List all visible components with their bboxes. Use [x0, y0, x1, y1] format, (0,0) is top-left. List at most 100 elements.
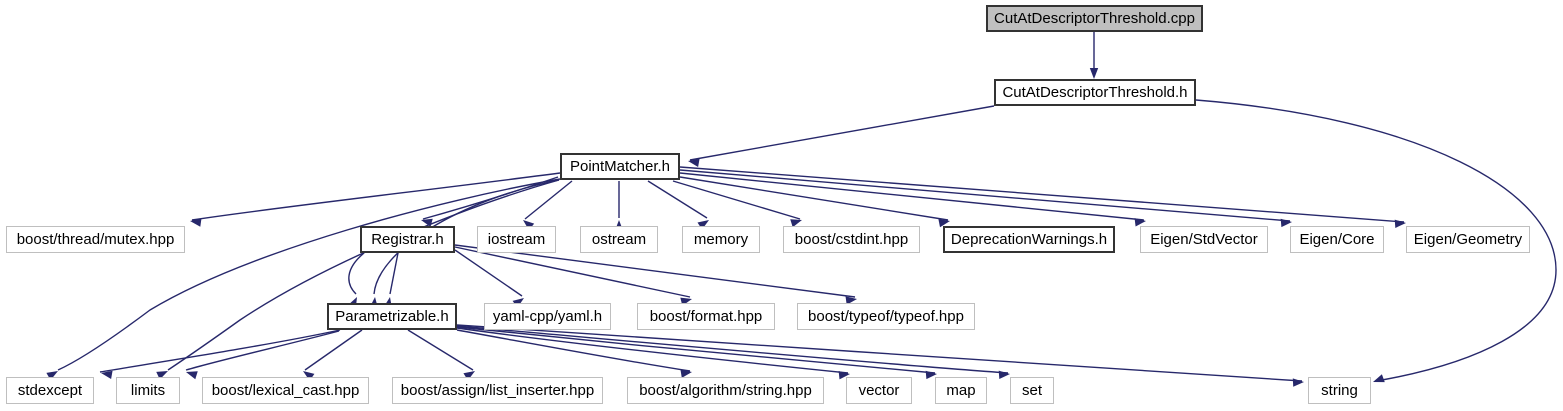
node-eigencore[interactable]: Eigen/Core: [1290, 226, 1384, 253]
arrowhead: [1134, 218, 1146, 227]
arrowhead: [523, 220, 535, 231]
node-vector[interactable]: vector: [846, 377, 912, 404]
edge-hdr-to-pointmatcher: [689, 105, 995, 161]
edge-pointmatcher-to-deprecation: [679, 176, 949, 221]
node-algostring[interactable]: boost/algorithm/string.hpp: [627, 377, 824, 404]
arrowhead: [190, 218, 202, 227]
node-label-set: set: [1021, 382, 1042, 399]
arrowhead: [101, 370, 113, 380]
arrowhead: [688, 158, 700, 168]
node-registrar[interactable]: Registrar.h: [360, 226, 455, 253]
node-lexical[interactable]: boost/lexical_cast.hpp: [202, 377, 369, 404]
edge-pointmatcher-to-memory: [647, 180, 708, 219]
node-label-mutex: boost/thread/mutex.hpp: [16, 231, 175, 248]
node-pointmatcher[interactable]: PointMatcher.h: [560, 153, 680, 180]
node-label-eigengeom: Eigen/Geometry: [1413, 231, 1523, 248]
arrowhead: [421, 218, 433, 227]
node-yaml[interactable]: yaml-cpp/yaml.h: [484, 303, 611, 330]
node-label-stdvector: Eigen/StdVector: [1150, 231, 1258, 248]
edge-parametrizable-to-vector: [456, 327, 849, 374]
arrowhead: [1280, 218, 1292, 228]
edge-parametrizable-to-stdexcept: [99, 329, 341, 373]
arrowhead: [680, 369, 692, 378]
arrowhead: [1089, 68, 1099, 79]
node-label-iostream: iostream: [487, 231, 546, 248]
node-typeof[interactable]: boost/typeof/typeof.hpp: [797, 303, 975, 330]
node-stdexcept[interactable]: stdexcept: [6, 377, 94, 404]
edge-parametrizable-to-lexical: [304, 329, 363, 371]
node-label-deprecation: DeprecationWarnings.h: [950, 231, 1108, 248]
edge-pointmatcher-to-eigencore: [679, 169, 1291, 222]
node-label-algostring: boost/algorithm/string.hpp: [639, 382, 812, 399]
node-label-memory: memory: [693, 231, 749, 248]
edge-parametrizable-to-listinserter: [407, 329, 474, 371]
edge-parametrizable-to-string: [456, 324, 1303, 382]
node-label-parametrizable: Parametrizable.h: [335, 308, 449, 325]
edge-parametrizable-to-limits: [185, 330, 340, 371]
node-label-lexical: boost/lexical_cast.hpp: [211, 382, 360, 399]
node-label-format: boost/format.hpp: [649, 308, 763, 325]
node-label-ostream: ostream: [591, 231, 647, 248]
edge-pointmatcher-to-mutex: [191, 172, 561, 221]
arrowhead: [512, 298, 524, 308]
node-label-pointmatcher: PointMatcher.h: [569, 158, 671, 175]
arrowhead: [463, 371, 475, 381]
edge-hdr-to-string: [1195, 99, 1557, 381]
edge-pointmatcher-to-iostream: [524, 180, 573, 220]
node-parametrizable[interactable]: Parametrizable.h: [327, 303, 457, 330]
node-set[interactable]: set: [1010, 377, 1054, 404]
edge-registrar-to-parametrizable2: [348, 252, 365, 295]
node-label-listinserter: boost/assign/list_inserter.hpp: [400, 382, 595, 399]
arrowhead: [1292, 378, 1304, 387]
node-cstdint[interactable]: boost/cstdint.hpp: [783, 226, 920, 253]
arrowhead: [925, 370, 937, 380]
arrowhead: [938, 218, 950, 228]
node-label-hdr: CutAtDescriptorThreshold.h: [1002, 84, 1188, 101]
node-label-typeof: boost/typeof/typeof.hpp: [808, 308, 964, 325]
node-mutex[interactable]: boost/thread/mutex.hpp: [6, 226, 185, 253]
node-ostream[interactable]: ostream: [580, 226, 658, 253]
edge-pointmatcher-to-stdvector: [679, 172, 1145, 221]
edge-registrar-to-yaml: [454, 249, 523, 297]
arrowhead: [838, 370, 850, 380]
node-label-cpp: CutAtDescriptorThreshold.cpp: [994, 10, 1195, 27]
node-label-stdexcept: stdexcept: [17, 382, 83, 399]
node-deprecation[interactable]: DeprecationWarnings.h: [943, 226, 1115, 253]
arrowhead: [186, 371, 198, 380]
node-label-cstdint: boost/cstdint.hpp: [794, 231, 909, 248]
node-string[interactable]: string: [1308, 377, 1371, 404]
edge-pointmatcher-to-stdexcept: [57, 178, 561, 371]
edge-parametrizable-to-map: [456, 326, 936, 374]
arrowhead: [845, 296, 857, 305]
edge-registrar-to-format: [454, 246, 691, 298]
node-hdr[interactable]: CutAtDescriptorThreshold.h: [994, 79, 1196, 106]
node-stdvector[interactable]: Eigen/StdVector: [1140, 226, 1268, 253]
arrowhead: [1373, 374, 1385, 383]
node-limits[interactable]: limits: [116, 377, 180, 404]
node-label-registrar: Registrar.h: [371, 231, 444, 248]
edge-pointmatcher-to-eigengeom: [679, 166, 1405, 223]
arrowhead: [697, 220, 709, 230]
edge-registrar-to-parametrizable: [389, 252, 399, 295]
edge-pointmatcher-to-cstdint: [672, 180, 801, 220]
node-memory[interactable]: memory: [682, 226, 760, 253]
node-label-limits: limits: [130, 382, 166, 399]
node-listinserter[interactable]: boost/assign/list_inserter.hpp: [392, 377, 603, 404]
edge-parametrizable-to-set: [456, 325, 1009, 374]
node-label-vector: vector: [858, 382, 900, 399]
node-format[interactable]: boost/format.hpp: [637, 303, 775, 330]
edge-parametrizable-to-algostring: [456, 329, 691, 372]
node-eigengeom[interactable]: Eigen/Geometry: [1406, 226, 1530, 253]
node-map[interactable]: map: [935, 377, 987, 404]
edge-pointmatcher-to-limits: [167, 179, 560, 371]
arrowhead: [790, 219, 802, 228]
node-label-eigencore: Eigen/Core: [1299, 231, 1375, 248]
node-iostream[interactable]: iostream: [477, 226, 556, 253]
arrowhead: [1394, 219, 1406, 228]
node-label-map: map: [946, 382, 976, 399]
node-cpp[interactable]: CutAtDescriptorThreshold.cpp: [986, 5, 1203, 32]
edge-registrar-to-typeof: [454, 244, 856, 298]
node-label-string: string: [1321, 382, 1358, 399]
